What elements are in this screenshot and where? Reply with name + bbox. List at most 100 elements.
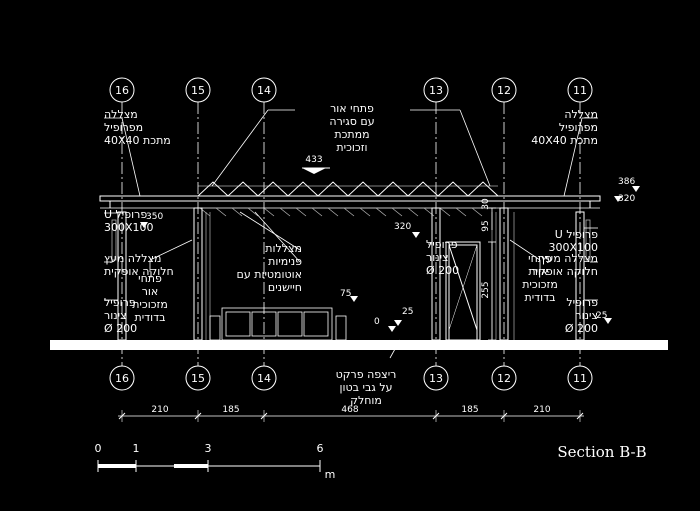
label-line: צינור bbox=[575, 309, 598, 322]
level-350: 350 bbox=[146, 212, 163, 222]
roof-plate bbox=[99, 195, 601, 209]
label-line: פתחי bbox=[138, 272, 162, 285]
leader-lines bbox=[104, 109, 598, 359]
axis-bubble-11-top: 11 bbox=[567, 77, 593, 103]
label-line: מצללות bbox=[265, 242, 302, 255]
label-line: חלוקה אופקית bbox=[104, 265, 174, 278]
label-line: 40X40 מתכת bbox=[531, 134, 598, 147]
axis-label: 12 bbox=[497, 372, 511, 385]
label-line: בדודית bbox=[524, 291, 555, 304]
level-320-center: 320 bbox=[394, 222, 411, 232]
level-25-right: 25 bbox=[596, 311, 607, 321]
scale-tick-6: 6 bbox=[317, 442, 324, 455]
label-line: וזכוכית bbox=[336, 141, 367, 154]
label-line: 300X100 bbox=[104, 221, 154, 234]
axis-label: 11 bbox=[573, 372, 587, 385]
height-dim bbox=[488, 207, 496, 341]
label-line: מפרופיל bbox=[104, 121, 143, 134]
scale-tick-0: 0 bbox=[95, 442, 102, 455]
height-95: 95 bbox=[481, 220, 491, 231]
skylight-frames bbox=[197, 181, 499, 197]
axis-label: 13 bbox=[429, 84, 443, 97]
label-line: אור bbox=[142, 285, 159, 298]
label-line: צינור bbox=[104, 309, 127, 322]
label-line: ממתכת bbox=[334, 128, 369, 141]
axis-label: 11 bbox=[573, 84, 587, 97]
grid-axis-lines bbox=[121, 102, 581, 366]
label-line: פנימיות bbox=[268, 255, 302, 268]
axis-bubble-16-bottom: 16 bbox=[109, 365, 135, 391]
level-386: 386 bbox=[618, 177, 635, 187]
axis-bubble-12-bottom: 12 bbox=[491, 365, 517, 391]
level-320-right: 320 bbox=[618, 194, 635, 204]
glass-panels bbox=[205, 212, 515, 340]
scale-tick-3: 3 bbox=[205, 442, 212, 455]
label-line: Ø 200 bbox=[426, 264, 459, 277]
axis-label: 14 bbox=[257, 372, 271, 385]
label-line: אור bbox=[532, 265, 549, 278]
bench bbox=[209, 307, 347, 341]
grid-bubbles: 16 16 15 15 14 14 13 13 12 12 11 11 bbox=[109, 77, 593, 391]
height-30: 30 bbox=[481, 198, 491, 210]
door bbox=[445, 241, 481, 341]
level-433: 433 bbox=[305, 155, 322, 165]
label-line: פתחי bbox=[528, 252, 552, 265]
label-line: Ø 200 bbox=[565, 322, 598, 335]
label-line: מצללה bbox=[564, 108, 598, 121]
height-255: 255 bbox=[481, 281, 491, 298]
label-line: Ø 200 bbox=[104, 322, 137, 335]
label-line: פרופיל bbox=[426, 238, 458, 251]
span-dim-4: 210 bbox=[533, 405, 550, 415]
ground-slab bbox=[50, 340, 668, 350]
axis-bubble-16-top: 16 bbox=[109, 77, 135, 103]
section-title: Section B-B bbox=[557, 443, 646, 461]
axis-label: 16 bbox=[115, 84, 129, 97]
axis-bubble-12-top: 12 bbox=[491, 77, 517, 103]
label-line: מזכוכית bbox=[522, 278, 558, 291]
label-line: עם סגירה bbox=[329, 115, 374, 128]
span-dim-1: 185 bbox=[222, 405, 239, 415]
axis-bubble-14-top: 14 bbox=[251, 77, 277, 103]
level-0: 0 bbox=[374, 317, 380, 327]
label-line: מוחלק bbox=[350, 394, 382, 407]
label-line: ריצפה פרקט bbox=[336, 368, 397, 381]
axis-bubble-14-bottom: 14 bbox=[251, 365, 277, 391]
label-line: פרופיל bbox=[104, 296, 136, 309]
label-line: בדודית bbox=[134, 311, 165, 324]
roof-rafters bbox=[199, 207, 483, 217]
label-line: פתחי אור bbox=[330, 102, 374, 115]
span-dim-0: 210 bbox=[151, 405, 168, 415]
label-line: פרופיל U bbox=[555, 228, 598, 241]
axis-label: 15 bbox=[191, 372, 205, 385]
label-line: מצללה מעץ bbox=[541, 252, 598, 265]
label-line: מצללה מעץ bbox=[104, 252, 161, 265]
scale-tick-1: 1 bbox=[133, 442, 140, 455]
axis-bubble-15-top: 15 bbox=[185, 77, 211, 103]
label-line: מזכוכית bbox=[132, 298, 168, 311]
axis-bubble-15-bottom: 15 bbox=[185, 365, 211, 391]
label-line: פרופיל U bbox=[104, 208, 147, 221]
label-line: חיישנים bbox=[268, 281, 302, 294]
scale-bar bbox=[97, 460, 321, 472]
label-line: חלוקה אופקית bbox=[528, 265, 598, 278]
span-dim-3: 185 bbox=[461, 405, 478, 415]
label-line: מצללה bbox=[104, 108, 138, 121]
axis-label: 13 bbox=[429, 372, 443, 385]
level-25-center: 25 bbox=[402, 307, 413, 317]
level-75: 75 bbox=[340, 289, 351, 299]
axis-label: 15 bbox=[191, 84, 205, 97]
